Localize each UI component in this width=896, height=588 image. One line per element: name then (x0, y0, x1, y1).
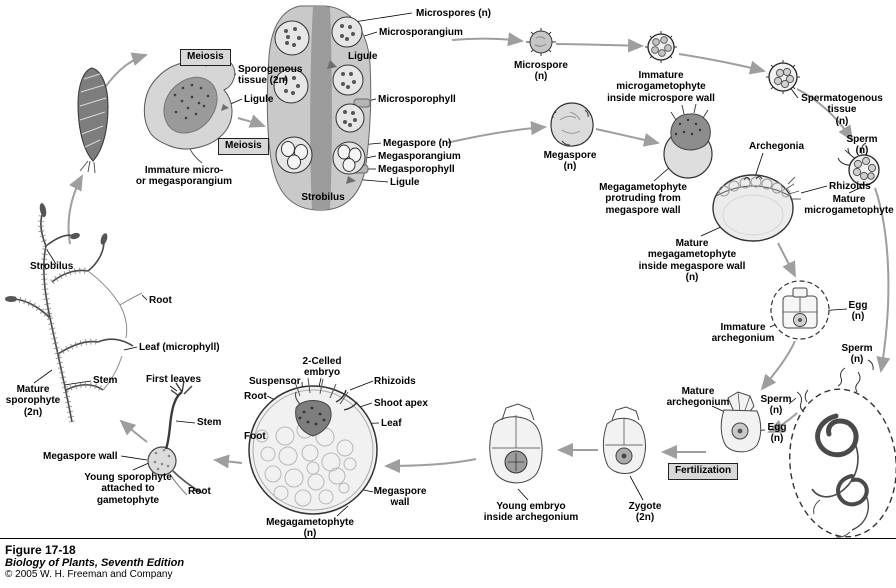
label-shoot-apex: Shoot apex (374, 398, 428, 409)
label-microspores: Microspores (n) (416, 8, 492, 19)
label-immature-microgametophyte: Immature microgametophyte inside microsp… (607, 70, 715, 104)
label-stem-plant: Stem (93, 375, 118, 386)
label-sperm-middle: Sperm (n) (841, 343, 873, 366)
label-egg-immature: Egg (n) (848, 300, 868, 323)
label-ligule-lower: Ligule (390, 177, 420, 188)
label-leaf-microphyll: Leaf (microphyll) (139, 342, 220, 353)
label-suspensor: Suspensor (249, 376, 301, 387)
label-root-plant: Root (149, 295, 172, 306)
sperm-swimming-illustration (837, 359, 874, 393)
process-box-meiosis-upper: Meiosis (180, 49, 231, 66)
caption-young-embryo: Young embryo inside archegonium (483, 501, 579, 524)
figure-number: Figure 17-18 (5, 543, 76, 557)
label-megaspore-wall-bottom: Megaspore wall (373, 486, 427, 509)
strobilus-section-illustration (266, 5, 372, 211)
sperm-near-egg-illustration (796, 389, 809, 413)
young-sporophyte-illustration (147, 380, 203, 496)
process-box-meiosis-lower: Meiosis (218, 138, 269, 155)
label-root-young-sporophyte: Root (188, 486, 211, 497)
immature-microgametophyte-illustration (645, 31, 677, 63)
figure-copyright: © 2005 W. H. Freeman and Company (5, 569, 173, 580)
label-megaspore: Megaspore (n) (543, 150, 597, 173)
caption-mature-archegonium: Mature archegonium (666, 386, 730, 409)
label-megasporophyll: Megasporophyll (378, 164, 455, 175)
label-sperm-upper: Sperm (n) (846, 134, 878, 157)
label-root-embryo: Root (244, 391, 267, 402)
label-strobilus-plant: Strobilus (30, 261, 74, 272)
young-embryo-illustration (489, 403, 543, 484)
protruding-megagametophyte-illustration (663, 103, 713, 179)
caption-mature-sporophyte: Mature sporophyte (2n) (5, 384, 61, 418)
label-sporogenous-tissue: Sporogenous tissue (2n) (238, 64, 303, 87)
caption-zygote: Zygote (2n) (628, 501, 662, 524)
zygote-illustration (602, 406, 646, 474)
label-foot: Foot (244, 431, 266, 442)
caption-immature-archegonium: Immature archegonium (711, 322, 775, 345)
label-spermatogenous-tissue: Spermatogenous tissue (n) (801, 93, 883, 127)
megagametophyte-illustration (248, 377, 378, 515)
spermatogenous-tissue-illustration (766, 60, 800, 94)
caption-mature-megagametophyte: Mature megagametophyte inside megaspore … (638, 238, 746, 284)
sperm-detail-illustration (789, 388, 896, 538)
megaspore-illustration (550, 102, 594, 147)
label-ligule-left: Ligule (244, 94, 274, 105)
immature-archegonium-illustration (770, 280, 830, 340)
label-megasporangium: Megasporangium (378, 151, 461, 162)
caption-young-sporophyte: Young sporophyte attached to gametophyte (84, 472, 172, 506)
strobilus-cone-illustration (77, 67, 109, 174)
label-megaspore-sporangium: Megaspore (n) (383, 138, 452, 149)
label-rhizoids-right: Rhizoids (829, 181, 871, 192)
label-rhizoids-bottom: Rhizoids (374, 376, 416, 387)
caption-megagametophyte: Megagametophyte (n) (266, 517, 354, 540)
figure-caption: Figure 17-18 Biology of Plants, Seventh … (5, 543, 184, 580)
microspore-illustration (526, 28, 556, 56)
mature-archegonium-illustration (720, 391, 762, 453)
immature-sporangium-illustration (143, 57, 236, 164)
mature-megagametophyte-illustration (712, 174, 801, 242)
mature-sporophyte-illustration (5, 203, 143, 423)
label-microsporangium: Microsporangium (379, 27, 463, 38)
label-megaspore-wall-left: Megaspore wall (43, 451, 118, 462)
caption-immature-sporangium: Immature micro- or megasporangium (135, 165, 233, 188)
label-stem-young-sporophyte: Stem (197, 417, 222, 428)
label-egg-mature: Egg (n) (767, 422, 787, 445)
caption-protruding-megagametophyte: Megagametophyte protruding from megaspor… (599, 182, 687, 216)
label-microspore: Microspore (n) (514, 60, 568, 83)
label-first-leaves: First leaves (146, 374, 202, 385)
caption-divider (0, 538, 896, 539)
label-microsporophyll: Microsporophyll (378, 94, 456, 105)
label-two-celled-embryo: 2-Celled embryo (302, 356, 342, 379)
process-box-fertilization: Fertilization (668, 463, 739, 480)
label-sperm-lower: Sperm (n) (760, 394, 792, 417)
label-ligule-upper: Ligule (348, 51, 378, 62)
cycle-arrows (67, 32, 891, 473)
mature-microgametophyte-illustration (837, 142, 880, 186)
label-archegonia: Archegonia (749, 141, 805, 152)
figure-book-title: Biology of Plants, Seventh Edition (5, 557, 185, 569)
caption-mature-microgametophyte: Mature microgametophyte (804, 194, 894, 217)
caption-strobilus-section: Strobilus (301, 192, 345, 203)
label-leaf-embryo: Leaf (381, 418, 402, 429)
